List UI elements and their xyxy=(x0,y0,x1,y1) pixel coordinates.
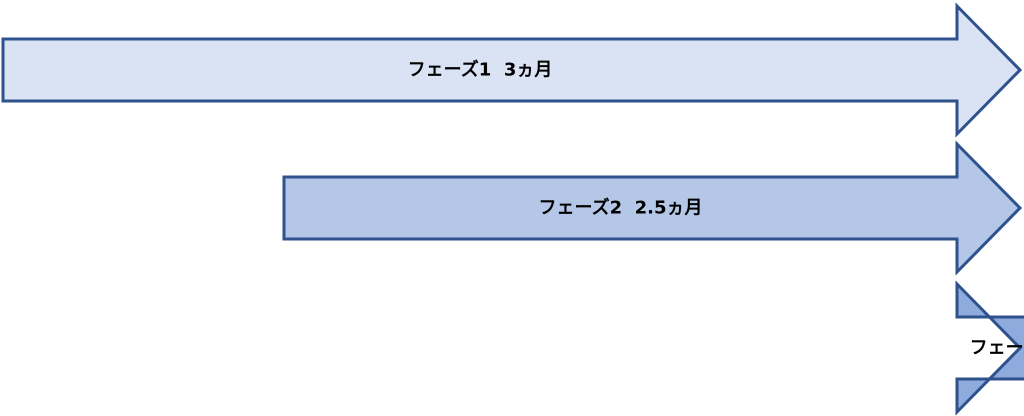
phase-arrow-3: フェーズ3 1ヵ月 xyxy=(955,280,1024,416)
phase-arrow-1-label: フェーズ1 3ヵ月 xyxy=(408,59,553,81)
phase-arrow-2: フェーズ2 2.5ヵ月 xyxy=(282,140,1023,276)
phase-arrow-2-shape xyxy=(282,140,1023,276)
phase-arrow-2-label: フェーズ2 2.5ヵ月 xyxy=(538,197,702,219)
phase-arrow-1: フェーズ1 3ヵ月 xyxy=(1,2,1023,138)
phase-arrow-3-label: フェーズ3 1ヵ月 xyxy=(970,337,1024,359)
phase-arrow-1-shape xyxy=(1,2,1023,138)
phase-arrow-3-shape xyxy=(955,280,1024,416)
